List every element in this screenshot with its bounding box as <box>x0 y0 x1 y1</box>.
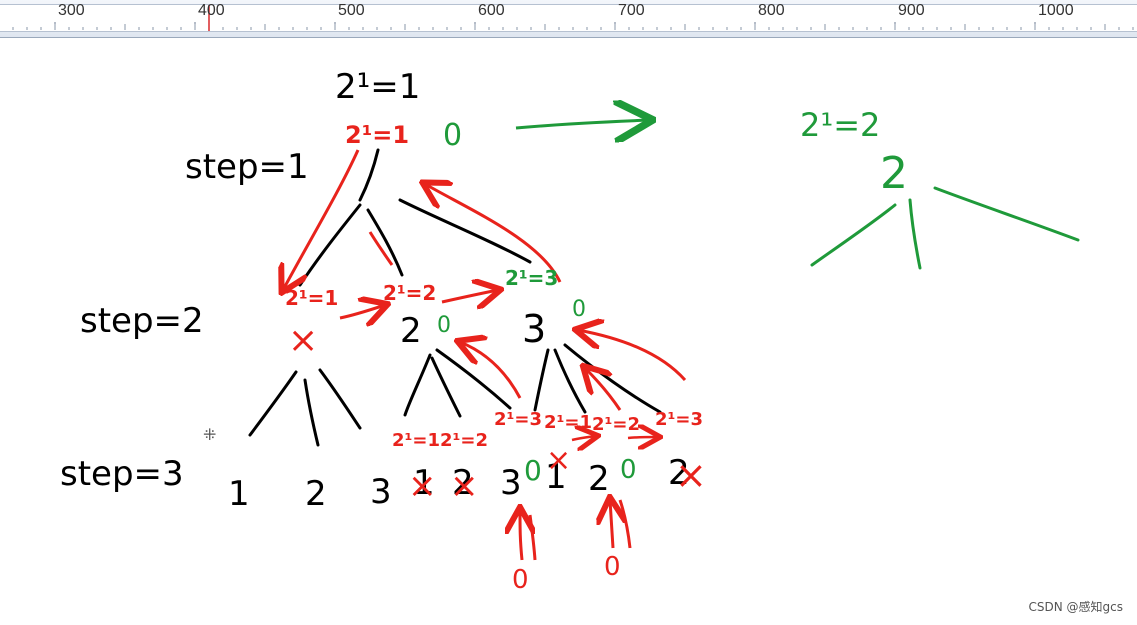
l2-zero-1: 0 <box>437 313 451 338</box>
red-arrow-up-1 <box>520 510 522 561</box>
l3-right-label-1: 2¹=1 <box>544 412 592 433</box>
ruler-label-600: 600 <box>478 2 505 19</box>
l2-value-2: 2 <box>400 311 422 351</box>
ruler-label-700: 700 <box>618 2 645 19</box>
red-arrow-up-1b <box>528 514 537 561</box>
l3-mid-cross-2: × <box>450 466 479 506</box>
ruler-label-1000: 1000 <box>1038 2 1074 19</box>
l3-left-3: 3 <box>370 472 392 512</box>
l3-mid-label-1: 2¹=1 <box>392 430 440 451</box>
red-arrow-down-left <box>283 149 360 290</box>
right-value: 2 <box>880 148 908 199</box>
l2-label-2: 2¹=2 <box>383 281 436 305</box>
red-arrow-up-2 <box>610 500 613 549</box>
l3-zero-1: 0 <box>524 454 542 487</box>
drawing-canvas[interactable]: 2¹=1 2¹=1 0 step=1 step=2 step=3 2¹=1 × … <box>0 38 1137 625</box>
ruler: 300 400 500 600 700 800 900 1000 <box>0 0 1137 38</box>
red-arrow-back-l3-right <box>585 368 622 411</box>
root-label: 2¹=1 <box>335 67 420 107</box>
l3-mid-label-3: 2¹=3 <box>494 409 542 430</box>
l3-mid-label-2: 2¹=2 <box>440 430 488 451</box>
l3-right-label-2: 2¹=2 <box>592 414 640 435</box>
green-arrow-right <box>515 120 650 128</box>
l2-value-3: 3 <box>522 307 546 351</box>
ruler-ticks <box>12 5 1134 31</box>
red-arrow-l3-1 <box>571 436 596 440</box>
root-value: 0 <box>443 118 462 153</box>
l2-zero-2: 0 <box>572 297 586 322</box>
l2-label-1: 2¹=1 <box>285 286 338 310</box>
ruler-track <box>0 4 1137 32</box>
l3-left-2: 2 <box>305 474 327 514</box>
l3-right-cross-1: × <box>546 443 571 478</box>
l3-right-label-3: 2¹=3 <box>655 409 703 430</box>
root-label-red: 2¹=1 <box>345 121 409 149</box>
move-cursor-icon: ⁜ <box>203 427 216 444</box>
red-arrow-l2-1 <box>339 305 385 318</box>
red-arrow-back-l2-mid <box>460 342 522 399</box>
red-arrow-back-l2-right <box>578 330 687 381</box>
l3-mid-value-3: 3 <box>500 463 522 503</box>
l3-zero-2: 0 <box>620 455 637 485</box>
l2-branches <box>248 343 662 447</box>
l3-right-value-1: 1 <box>545 457 567 497</box>
ruler-label-400: 400 <box>198 2 225 19</box>
l3-mid-value-2: 2 <box>452 463 474 503</box>
red-arrow-l3-2 <box>627 437 658 438</box>
right-label: 2¹=2 <box>800 106 880 144</box>
step-label-1: step=1 <box>185 147 309 187</box>
right-branches <box>810 186 1080 270</box>
ruler-label-800: 800 <box>758 2 785 19</box>
l3-left-1: 1 <box>228 474 250 514</box>
ruler-label-500: 500 <box>338 2 365 19</box>
l2-value-1: × <box>288 320 318 361</box>
red-arrow-l2-2 <box>441 290 498 302</box>
l2-label-3: 2¹=3 <box>505 266 558 290</box>
ruler-label-300: 300 <box>58 2 85 19</box>
l3-right-value-2: 2 <box>588 459 610 499</box>
step-label-2: step=2 <box>80 301 204 341</box>
l3-mid-cross-1: × <box>408 466 437 506</box>
l3-right-cross-3: × <box>675 453 707 497</box>
root-branches <box>298 148 532 287</box>
l3-mid-value-1: 1 <box>413 463 435 503</box>
bottom-zero-2: 0 <box>604 552 621 582</box>
step-label-3: step=3 <box>60 454 184 494</box>
red-arrow-up-2b <box>618 499 632 549</box>
red-arrow-back-root <box>425 184 562 283</box>
ruler-label-900: 900 <box>898 2 925 19</box>
red-arrow-down-mid <box>368 231 394 266</box>
l3-right-value-3: 2 <box>668 453 690 493</box>
bottom-zero-1: 0 <box>512 565 529 595</box>
watermark: CSDN @感知gcs <box>1028 600 1124 614</box>
